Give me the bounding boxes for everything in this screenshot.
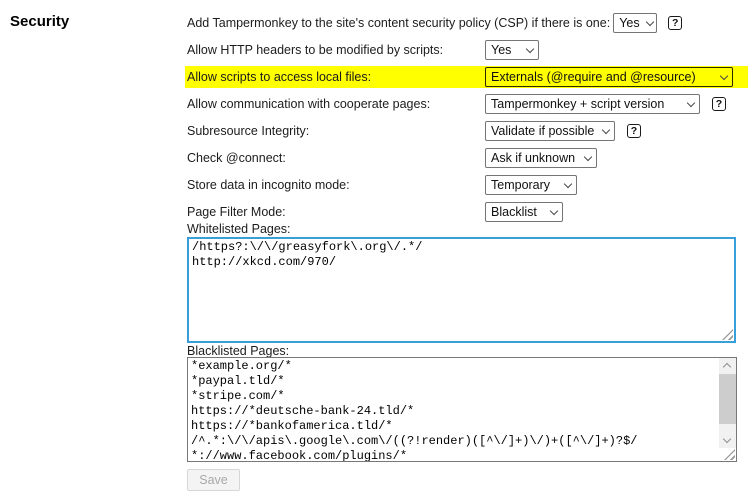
save-button[interactable]: Save (187, 469, 240, 491)
page-filter-mode-select[interactable]: Blacklist (485, 202, 563, 222)
select-value: Temporary (491, 178, 551, 192)
setting-row-http-headers: Allow HTTP headers to be modified by scr… (185, 39, 748, 61)
blacklist-textarea[interactable]: *example.org/* *paypal.tld/* *stripe.com… (187, 357, 737, 462)
check-connect-select[interactable]: Ask if unknown (485, 148, 597, 168)
cooperate-pages-select[interactable]: Tampermonkey + script version (485, 94, 700, 114)
setting-label: Page Filter Mode: (187, 205, 286, 219)
setting-label: Allow scripts to access local files: (187, 70, 372, 84)
setting-row-csp: Add Tampermonkey to the site's content s… (185, 12, 748, 34)
resize-grip-icon[interactable] (724, 449, 735, 460)
security-section-title: Security (10, 13, 70, 30)
csp-select[interactable]: Yes (613, 13, 658, 33)
chevron-down-icon (686, 98, 696, 107)
vertical-scrollbar[interactable] (719, 358, 736, 448)
setting-label: Allow communication with cooperate pages… (187, 97, 431, 111)
security-settings-list: Add Tampermonkey to the site's content s… (185, 12, 748, 228)
help-icon[interactable]: ? (668, 16, 683, 30)
setting-row-cooperate-pages: Allow communication with cooperate pages… (185, 93, 748, 115)
resize-grip-icon[interactable] (722, 329, 733, 340)
chevron-down-icon (719, 71, 729, 80)
select-value: Yes (491, 43, 512, 57)
setting-row-subresource-integrity: Subresource Integrity: Validate if possi… (185, 120, 748, 142)
setting-row-local-files: Allow scripts to access local files: Ext… (185, 66, 748, 88)
select-value: Externals (@require and @resource) (491, 70, 696, 84)
setting-row-incognito: Store data in incognito mode: Temporary (185, 174, 748, 196)
setting-label: Store data in incognito mode: (187, 178, 350, 192)
whitelist-textarea[interactable]: /https?:\/\/greasyfork\.org\/.*/ http://… (187, 237, 736, 343)
chevron-down-icon (601, 125, 611, 134)
scrollbar-down-icon[interactable] (719, 433, 736, 448)
chevron-down-icon (583, 152, 593, 161)
setting-label: Allow HTTP headers to be modified by scr… (187, 43, 444, 57)
setting-row-page-filter-mode: Page Filter Mode: Blacklist (185, 201, 748, 223)
blacklist-content: *example.org/* *paypal.tld/* *stripe.com… (191, 359, 638, 462)
select-value: Blacklist (491, 205, 537, 219)
chevron-down-icon (645, 17, 654, 26)
whitelist-content: /https?:\/\/greasyfork\.org\/.*/ http://… (192, 240, 423, 269)
help-icon[interactable]: ? (627, 124, 641, 138)
scrollbar-corner (719, 448, 736, 461)
http-headers-select[interactable]: Yes (485, 40, 539, 60)
select-value: Tampermonkey + script version (491, 97, 665, 111)
subresource-integrity-select[interactable]: Validate if possible (485, 121, 615, 141)
chevron-down-icon (549, 206, 559, 215)
select-value: Validate if possible (491, 124, 595, 138)
whitelist-label: Whitelisted Pages: (187, 222, 291, 236)
setting-label: Subresource Integrity: (187, 124, 310, 138)
scrollbar-thumb[interactable] (719, 374, 736, 424)
setting-label: Check @connect: (187, 151, 286, 165)
setting-row-check-connect: Check @connect: Ask if unknown (185, 147, 748, 169)
help-icon[interactable]: ? (712, 97, 726, 111)
chevron-down-icon (563, 179, 573, 188)
select-value: Ask if unknown (491, 151, 576, 165)
local-files-select[interactable]: Externals (@require and @resource) (485, 67, 733, 87)
select-value: Yes (619, 16, 640, 30)
chevron-down-icon (525, 44, 535, 53)
scrollbar-up-icon[interactable] (719, 358, 736, 373)
incognito-select[interactable]: Temporary (485, 175, 577, 195)
blacklist-label: Blacklisted Pages: (187, 344, 290, 358)
setting-label: Add Tampermonkey to the site's content s… (187, 16, 611, 30)
